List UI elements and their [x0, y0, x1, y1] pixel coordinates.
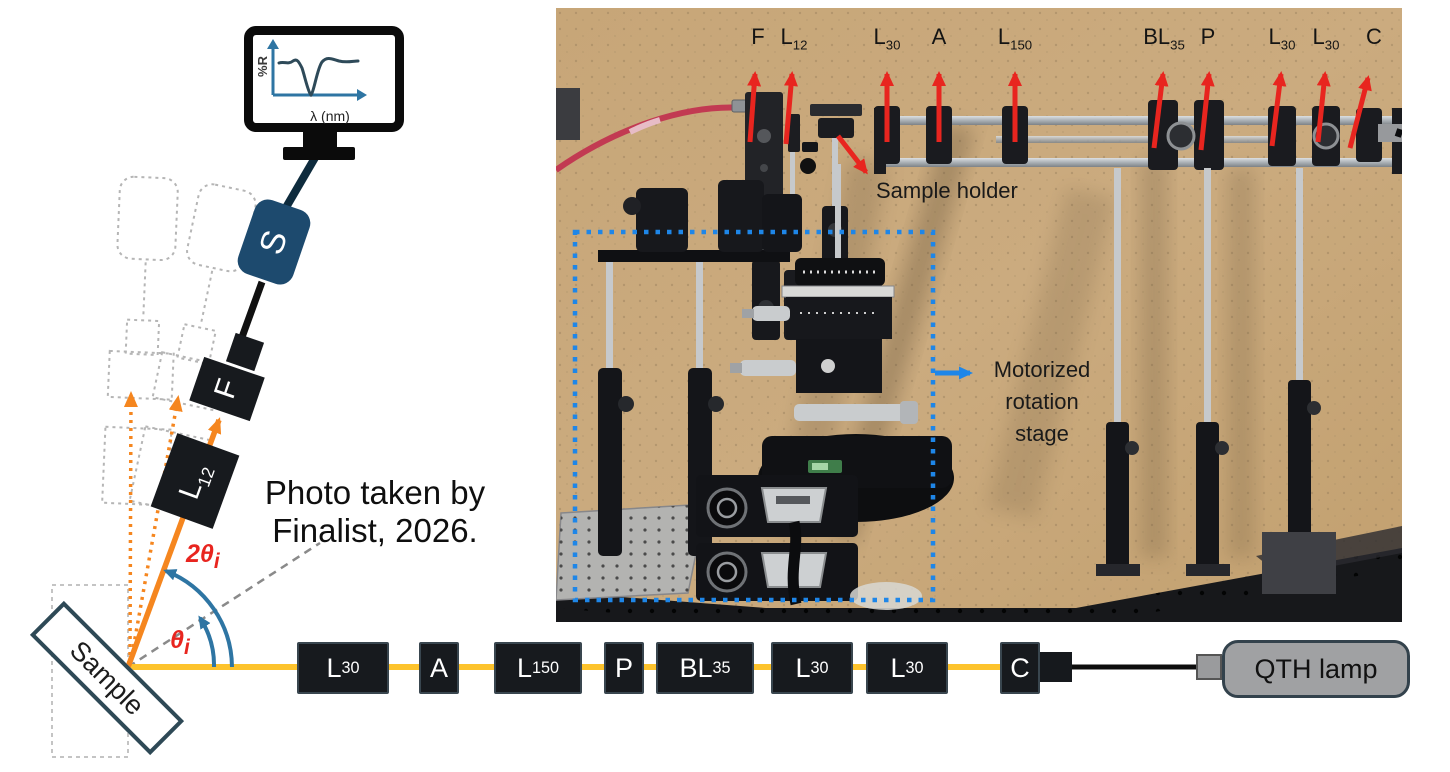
monitor: %R λ (nm) — [244, 26, 404, 132]
two-theta-arc — [163, 569, 234, 668]
theta-label: θi — [170, 626, 190, 659]
rotation-stage-dashed-box — [572, 229, 936, 603]
photo-label-BL35: BL35 — [1143, 24, 1185, 53]
component-C: C — [1000, 642, 1040, 694]
component-P: P — [604, 642, 644, 694]
photo-label-L12: L12 — [780, 24, 808, 53]
plot-y-axis-label: %R — [254, 56, 270, 77]
left-post-pair — [598, 180, 802, 556]
caption-line1: Photo taken by — [264, 474, 486, 511]
ghost-beam-1 — [123, 391, 138, 656]
photo-label-L150: L150 — [997, 24, 1033, 53]
lamp-connector — [1196, 654, 1222, 680]
ghost-beam-2 — [130, 395, 183, 656]
photo-scene — [556, 8, 1402, 622]
monitor-stand-base — [283, 147, 355, 160]
plot-x-axis-label: λ (nm) — [310, 108, 350, 124]
small-breadboard — [556, 503, 707, 601]
photo-label-L30a: L30 — [873, 24, 901, 53]
qth-lamp-box: QTH lamp — [1222, 640, 1410, 698]
sample-surface-dashed-line — [127, 541, 321, 669]
photo-label-F: F — [751, 24, 765, 49]
spectrum-plot — [267, 39, 367, 101]
photo-label-L30c: L30 — [1312, 24, 1340, 53]
photo-annotations — [572, 71, 1372, 603]
rotation-stage-label: Motorized rotation stage — [993, 357, 1091, 446]
photo-label-A: A — [931, 24, 947, 49]
component-A: A — [419, 642, 459, 694]
edge-mount — [556, 88, 580, 140]
photo-label-P: P — [1200, 24, 1216, 49]
theta-arc — [198, 615, 217, 668]
monitor-stand-neck — [303, 131, 337, 148]
photo-caption: Photo taken by Finalist, 2026. — [225, 474, 525, 550]
photo-label-C: C — [1366, 24, 1382, 49]
vertical-posts — [1096, 168, 1336, 594]
sample-holder-arrow — [836, 134, 868, 175]
setup-photograph: F L12 L30 A L150 BL35 P L30 L30 C Sample… — [556, 8, 1402, 622]
coupler-connector — [1038, 652, 1072, 682]
photo-label-L30b: L30 — [1268, 24, 1296, 53]
sample-holder-label: Sample holder — [876, 178, 1018, 203]
caption-line2: Finalist, 2026. — [272, 512, 478, 549]
two-theta-label: 2θi — [186, 540, 220, 573]
motor-driver-boxes — [696, 475, 922, 610]
component-arrows — [747, 71, 1372, 151]
